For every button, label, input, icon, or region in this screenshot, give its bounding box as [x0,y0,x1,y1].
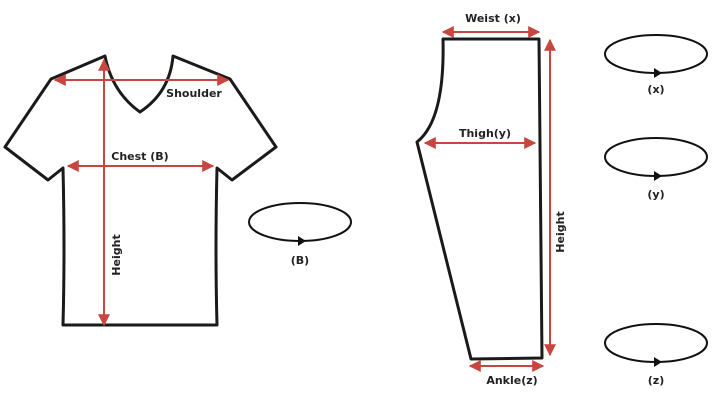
loop-ellipse [248,202,352,242]
tshirt-outline [3,54,278,327]
shoulder-label: Shoulder [166,87,222,100]
thigh-label: Thigh(y) [459,127,511,140]
ankle-loop-label: (z) [648,374,664,387]
loop-arrow-icon [654,357,662,367]
thigh-loop-label: (y) [647,188,664,201]
ankle-loop: (z) [604,323,708,387]
loop-ellipse [604,323,708,363]
loop-arrow-icon [654,68,662,78]
waist-label: Weist (x) [465,12,521,25]
chest-loop-label: (B) [291,254,309,267]
thigh-loop: (y) [604,137,708,201]
chest-loop: (B) [248,202,352,267]
tshirt-figure: Shoulder Chest (B) Height [3,54,278,327]
chest-label: Chest (B) [111,150,168,163]
waist-loop: (x) [604,34,708,96]
pants-figure: Weist (x) Thigh(y) Height Ankle(z) [415,12,567,387]
ankle-label: Ankle(z) [486,374,537,387]
loop-ellipse [604,34,708,74]
loop-ellipse [604,137,708,177]
pants-outline [415,37,544,361]
waist-loop-label: (x) [647,83,664,96]
pants-height-label: Height [554,211,567,252]
loop-arrow-icon [298,236,306,246]
shirt-height-label: Height [110,234,123,275]
loop-arrow-icon [654,171,662,181]
